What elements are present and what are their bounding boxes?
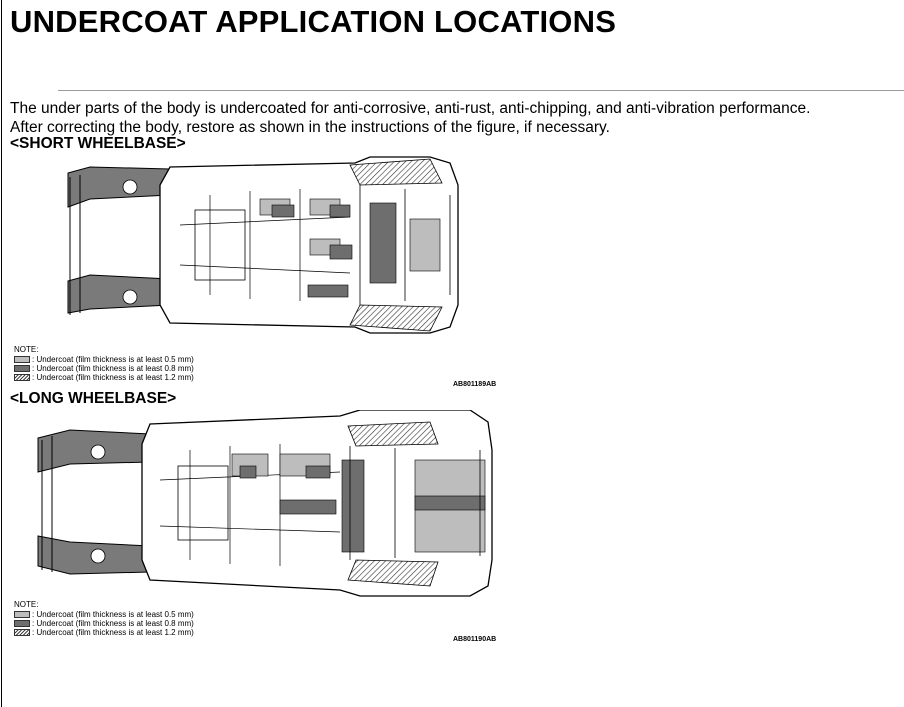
short-wheelbase-figure: NOTE: : Undercoat (film thickness is at …: [10, 155, 498, 393]
legend-text: : Undercoat (film thickness is at least …: [32, 628, 194, 637]
legend-row: : Undercoat (film thickness is at least …: [14, 364, 194, 373]
long-wheelbase-heading: <LONG WHEELBASE>: [10, 390, 177, 407]
legend-swatch-dark: [14, 365, 30, 372]
page-left-border: [1, 0, 2, 707]
legend-swatch-hatch: [14, 629, 30, 636]
undercoat-legend: : Undercoat (film thickness is at least …: [14, 610, 194, 637]
figure-code: AB801190AB: [453, 636, 497, 643]
long-wheelbase-underbody-diagram: [37, 410, 493, 597]
legend-swatch-light: [14, 356, 30, 363]
intro-paragraph-1: The under parts of the body is undercoat…: [10, 100, 811, 117]
legend-swatch-dark: [14, 620, 30, 627]
legend-row: : Undercoat (film thickness is at least …: [14, 619, 194, 628]
intro-paragraph-2: After correcting the body, restore as sh…: [10, 119, 610, 136]
legend-swatch-light: [14, 611, 30, 618]
note-label: NOTE:: [14, 600, 39, 609]
short-wheelbase-underbody-diagram: [67, 156, 459, 334]
legend-text: : Undercoat (film thickness is at least …: [32, 373, 194, 382]
short-wheelbase-heading: <SHORT WHEELBASE>: [10, 135, 186, 152]
note-label: NOTE:: [14, 345, 39, 354]
legend-text: : Undercoat (film thickness is at least …: [32, 355, 194, 364]
legend-text: : Undercoat (film thickness is at least …: [32, 364, 194, 373]
long-wheelbase-figure: NOTE: : Undercoat (film thickness is at …: [10, 410, 498, 652]
legend-row: : Undercoat (film thickness is at least …: [14, 610, 194, 619]
legend-text: : Undercoat (film thickness is at least …: [32, 610, 194, 619]
legend-row: : Undercoat (film thickness is at least …: [14, 373, 194, 382]
legend-row: : Undercoat (film thickness is at least …: [14, 628, 194, 637]
undercoat-legend: : Undercoat (film thickness is at least …: [14, 355, 194, 382]
page-title: UNDERCOAT APPLICATION LOCATIONS: [10, 4, 617, 39]
legend-text: : Undercoat (film thickness is at least …: [32, 619, 194, 628]
figure-code: AB801189AB: [453, 381, 497, 388]
legend-swatch-hatch: [14, 374, 30, 381]
title-divider: [58, 90, 904, 91]
legend-row: : Undercoat (film thickness is at least …: [14, 355, 194, 364]
